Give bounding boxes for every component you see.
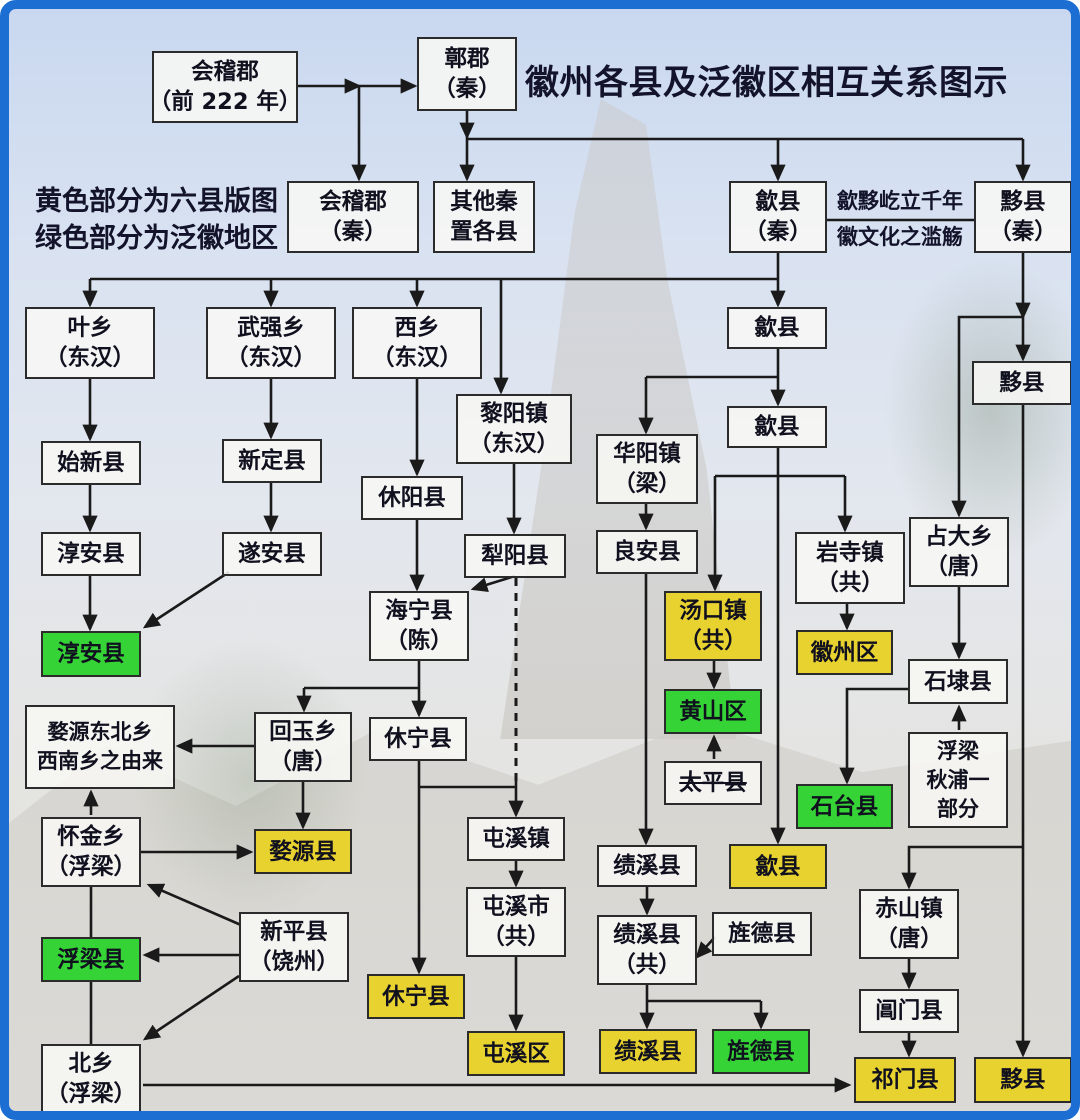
legend-text: 黄色部分为六县版图 绿色部分为泛徽地区 [35, 183, 278, 257]
node-zhandaxiang-tang: 占大乡（唐） [909, 517, 1009, 587]
node-qita-qin-zhi-ge-xian: 其他秦置各县 [433, 181, 535, 253]
annotation-line-2: 徽文化之滥觞 [837, 225, 963, 249]
node-beixiang-fuliang: 北乡（浮梁） [41, 1044, 141, 1111]
node-jingdexian-white: 旌德县 [712, 912, 812, 956]
node-shexian-3: 歙县 [727, 406, 827, 448]
node-yixian-yellow: 黟县 [974, 1057, 1071, 1103]
edge-21 [142, 570, 230, 629]
node-taipingxian: 太平县 [664, 761, 762, 805]
node-qimenxian-yellow: 祁门县 [854, 1057, 956, 1103]
node-yansizhen-gong: 岩寺镇（共） [795, 532, 905, 604]
node-xinpingxian-raozhou: 新平县（饶州） [239, 912, 349, 982]
node-fuliang-qiupu-part: 浮梁秋浦一部分 [908, 732, 1008, 828]
node-xiuyangxian: 休阳县 [361, 476, 463, 520]
node-huaijinxiang-fuliang: 怀金乡（浮梁） [41, 817, 141, 887]
node-yixian-2: 黟县 [972, 361, 1071, 405]
node-wuqiangxiang-donghan: 武强乡（东汉） [206, 307, 336, 379]
edge-47 [951, 315, 1023, 518]
node-tunxiqu-yellow: 屯溪区 [467, 1031, 565, 1076]
edge-24 [470, 574, 516, 593]
node-shexian-qin: 歙县（秦） [729, 181, 827, 253]
node-shixinxian: 始新县 [41, 441, 141, 485]
annotation-line-1: 歙黟屹立千年 [837, 189, 963, 213]
node-suianxian: 遂安县 [222, 532, 322, 576]
node-xixiang-donghan: 西乡（东汉） [352, 307, 482, 379]
node-shexian-2: 歙县 [727, 307, 827, 349]
node-huangshanqu: 黄山区 [664, 689, 762, 734]
node-jixixian-white: 绩溪县 [597, 845, 697, 887]
node-chunanxian-green: 淳安县 [41, 631, 141, 677]
node-tunxishi-gong: 屯溪市（共） [466, 887, 566, 957]
node-shitaixian-green: 石台县 [796, 784, 893, 829]
node-jixixian-gong: 绩溪县（共） [597, 915, 697, 985]
node-liangananxian: 良安县 [596, 530, 698, 574]
node-kuaiji-jun-qin: 会稽郡（秦） [287, 181, 419, 253]
node-kuaiji-jun-222: 会稽郡（前 222 年） [149, 51, 301, 123]
node-wuyuan-dongbeixiang-origin: 婺源东北乡西南乡之由来 [25, 705, 175, 789]
legend-line-green: 绿色部分为泛徽地区 [35, 223, 278, 254]
node-huayangzhen-liang: 华阳镇（梁） [596, 434, 698, 504]
node-yixian-qin: 黟县（秦） [974, 181, 1071, 253]
node-hainingxian-chen: 海宁县（陈） [369, 591, 469, 661]
node-shexian-yellow: 歙县 [729, 844, 827, 889]
node-huizhouqu: 徽州区 [796, 630, 893, 675]
legend-line-yellow: 黄色部分为六县版图 [35, 186, 278, 217]
node-liyangzhen-donghan: 黎阳镇（东汉） [456, 394, 572, 464]
node-xiuningxian-yellow: 休宁县 [367, 974, 465, 1019]
node-yexiang-donghan: 叶乡（东汉） [25, 307, 155, 379]
node-liyangxian: 犁阳县 [464, 534, 566, 578]
node-zhang-jun-qin: 鄣郡（秦） [417, 37, 517, 111]
node-tangkouzhen-gong: 汤口镇（共） [664, 591, 762, 661]
diagram-title: 徽州各县及泛徽区相互关系图示 [525, 63, 1008, 103]
shexian-yixian-annotation: 歙黟屹立千年 徽文化之滥觞 [825, 183, 975, 255]
node-jixixian-yellow: 绩溪县 [599, 1029, 697, 1074]
nodes-layer: 会稽郡（前 222 年） 鄣郡（秦） 会稽郡（秦）其他秦置各县 歙县（秦） 黟县（秦） 叶… [9, 9, 1071, 1111]
node-wuyuanxian-yellow: 婺源县 [254, 829, 352, 874]
node-xiuningxian-white: 休宁县 [369, 717, 467, 761]
node-tunxizhen: 屯溪镇 [467, 817, 565, 861]
node-xindingxian: 新定县 [222, 439, 322, 483]
node-fuliangxian-green: 浮梁县 [41, 937, 141, 982]
node-jingdexian-green: 旌德县 [712, 1029, 810, 1074]
node-huiyuxiang-tang: 回玉乡（唐） [254, 712, 352, 782]
node-shidaixian: 石埭县 [908, 659, 1008, 704]
node-chunanxian-white: 淳安县 [41, 532, 141, 576]
node-changmenxian: 阊门县 [859, 989, 959, 1033]
node-chishanzhen-tang: 赤山镇（唐） [859, 889, 959, 959]
